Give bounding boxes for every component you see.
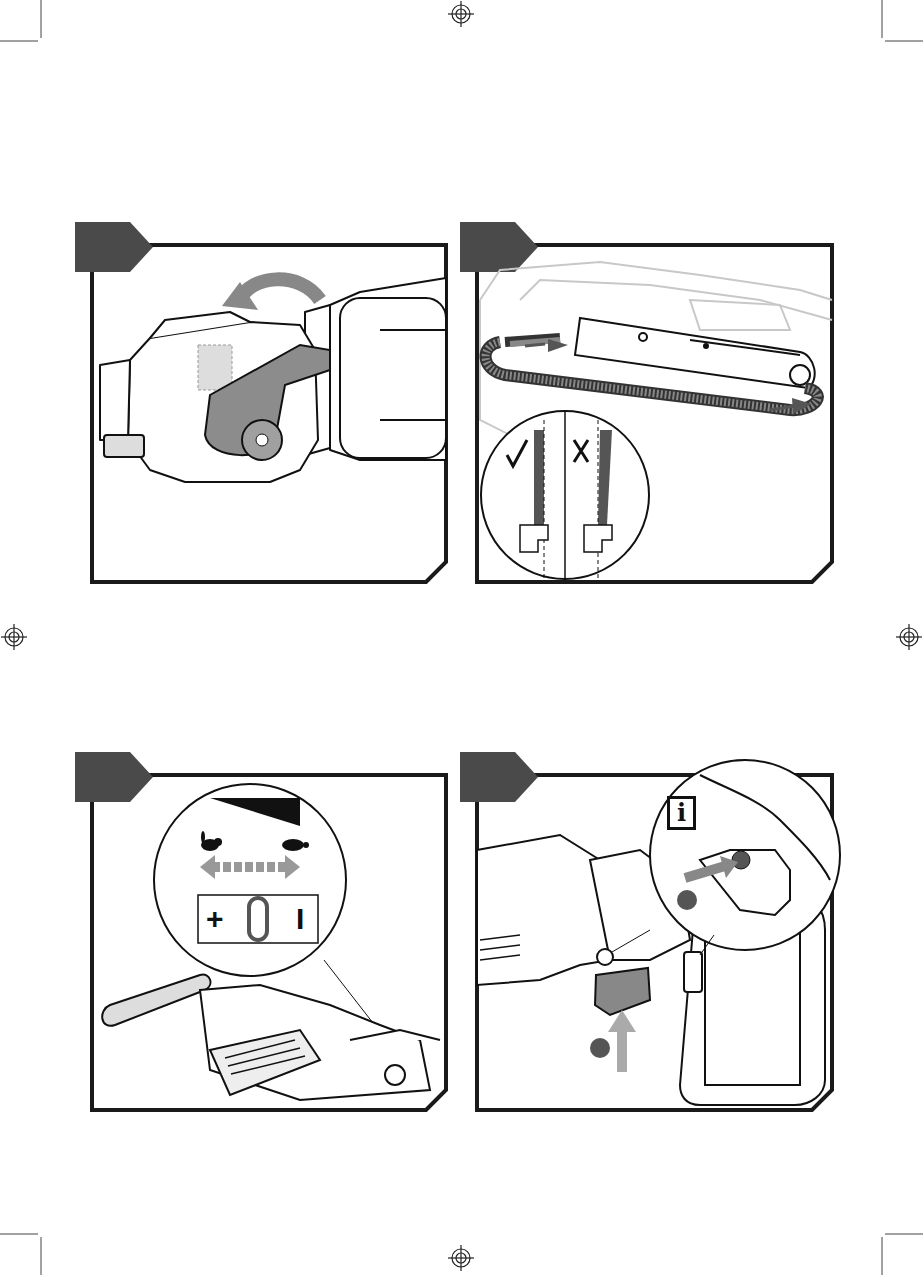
switch-symbol: I xyxy=(296,904,304,934)
switch-symbol: + xyxy=(206,904,224,934)
info-icon: i xyxy=(667,796,696,830)
